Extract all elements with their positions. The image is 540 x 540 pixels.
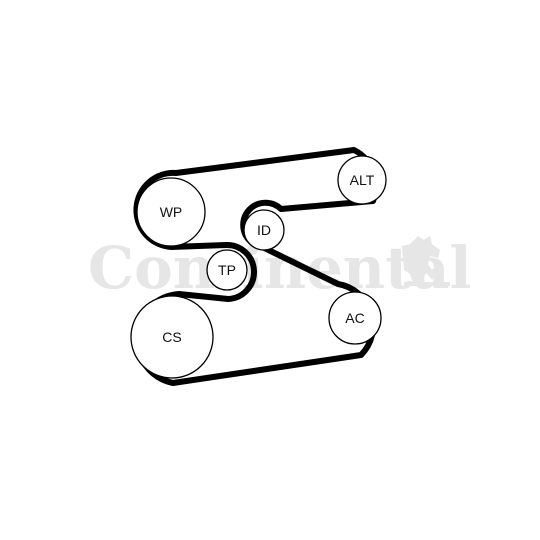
pulley-wp-circle: [136, 177, 206, 247]
pulley-alt-label: ALT: [350, 172, 375, 188]
pulley-wp: WP: [136, 177, 206, 247]
pulley-ac-circle: [328, 291, 382, 345]
pulley-wp-label: WP: [160, 204, 183, 220]
pulley-cs-label: CS: [162, 329, 181, 345]
pulley-ac-label: AC: [345, 310, 364, 326]
pulley-id-label: ID: [257, 222, 271, 238]
pulley-alt-circle: [337, 155, 387, 205]
pulley-tp-label: TP: [218, 262, 236, 278]
pulley-id-circle: [243, 209, 285, 251]
pulley-ac: AC: [328, 291, 382, 345]
pulley-alt: ALT: [337, 155, 387, 205]
continental-watermark: Continental: [88, 234, 472, 302]
pulley-tp: TP: [206, 249, 248, 291]
pulley-id: ID: [243, 209, 285, 251]
rearing-horse-icon: [402, 236, 450, 286]
pulley-cs-circle: [130, 295, 214, 379]
pulley-tp-circle: [206, 249, 248, 291]
pulley-cs: CS: [130, 295, 214, 379]
